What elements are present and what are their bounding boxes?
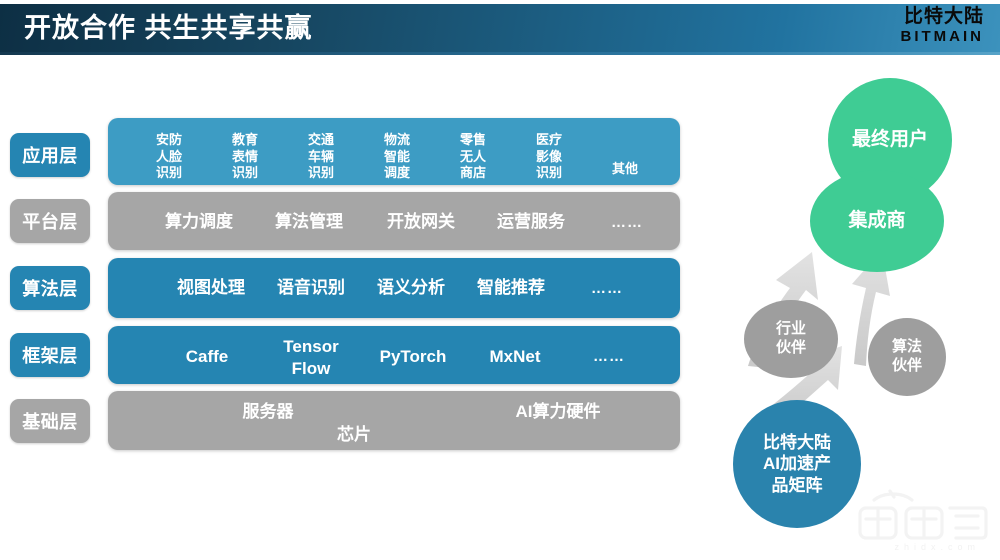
algorithm-cell-speech-recognition: 语音识别	[277, 278, 345, 297]
framework-cell-more: ……	[593, 348, 625, 365]
row-foundation-layer: 服务器 AI算力硬件 芯片	[108, 391, 680, 450]
platform-cell-compute-scheduling: 算力调度	[165, 212, 233, 231]
app-cell-security: 安防 人脸 识别	[155, 132, 182, 181]
framework-cell-tensorflow: Tensor Flow	[283, 337, 339, 378]
layer-label-application: 应用层	[10, 133, 90, 177]
ecosystem-node-integrator[interactable]: 集成商	[810, 170, 944, 272]
row-platform-layer: 算力调度 算法管理 开放网关 运营服务 ……	[108, 192, 680, 250]
zhidx-watermark	[858, 489, 988, 540]
platform-cell-more: ……	[611, 214, 643, 231]
app-cell-education: 教育 表情 识别	[231, 132, 258, 181]
platform-cell-open-gateway: 开放网关	[387, 212, 455, 231]
foundation-cell-ai-hardware: AI算力硬件	[515, 402, 601, 421]
ecosystem-node-algorithm-partner[interactable]: 算法 伙伴	[868, 318, 946, 396]
platform-cell-operation-service: 运营服务	[497, 212, 565, 231]
app-cell-medical: 医疗 影像 识别	[535, 132, 562, 181]
brand-name-cn: 比特大陆	[903, 6, 984, 27]
foundation-cell-server: 服务器	[242, 402, 294, 421]
ecosystem-node-bitmain-matrix[interactable]: 比特大陆 AI加速产 品矩阵	[733, 400, 861, 528]
bitmain-logo: 比特大陆 BITMAIN	[901, 7, 985, 44]
ecosystem-node-industry-partner[interactable]: 行业 伙伴	[744, 300, 838, 378]
watermark-domain: zhidx.com	[894, 542, 980, 552]
app-cell-other-label: 其他	[611, 160, 638, 176]
brand-name-en: BITMAIN	[900, 28, 984, 45]
row-application-layer: 安防 人脸 识别 教育 表情 识别 交通 车辆 识别 物流 智能 调度 零售 无…	[108, 118, 680, 194]
header-bar	[0, 4, 1000, 52]
algorithm-cell-smart-recommendation: 智能推荐	[477, 278, 545, 297]
framework-cell-pytorch: PyTorch	[379, 347, 447, 366]
layer-label-foundation: 基础层	[10, 399, 90, 443]
row-framework-layer: Caffe Tensor Flow PyTorch MxNet ……	[108, 326, 680, 384]
app-cell-logistics: 物流 智能 调度	[383, 132, 410, 181]
algorithm-cell-view-processing: 视图处理	[177, 278, 245, 297]
app-cell-transport: 交通 车辆 识别	[307, 132, 334, 181]
algorithm-cell-more: ……	[591, 280, 623, 297]
foundation-cell-chip: 芯片	[337, 425, 371, 444]
ecosystem-node-end-user[interactable]: 最终用户	[828, 78, 952, 202]
page-title: 开放合作 共生共享共赢	[24, 13, 313, 43]
layer-label-algorithm: 算法层	[10, 266, 90, 310]
layer-label-platform: 平台层	[10, 199, 90, 243]
row-algorithm-layer: 视图处理 语音识别 语义分析 智能推荐 ……	[108, 258, 680, 318]
framework-cell-mxnet: MxNet	[489, 347, 541, 366]
header-underline	[0, 52, 1000, 55]
layer-label-framework: 框架层	[10, 333, 90, 377]
algorithm-cell-semantic-analysis: 语义分析	[377, 278, 445, 297]
platform-cell-algorithm-management: 算法管理	[275, 212, 343, 231]
framework-cell-caffe: Caffe	[185, 347, 229, 366]
app-cell-retail: 零售 无人 商店	[459, 132, 486, 181]
app-cell-other: 其他 ……	[588, 144, 662, 213]
app-cell-other-dots: ……	[611, 179, 639, 195]
